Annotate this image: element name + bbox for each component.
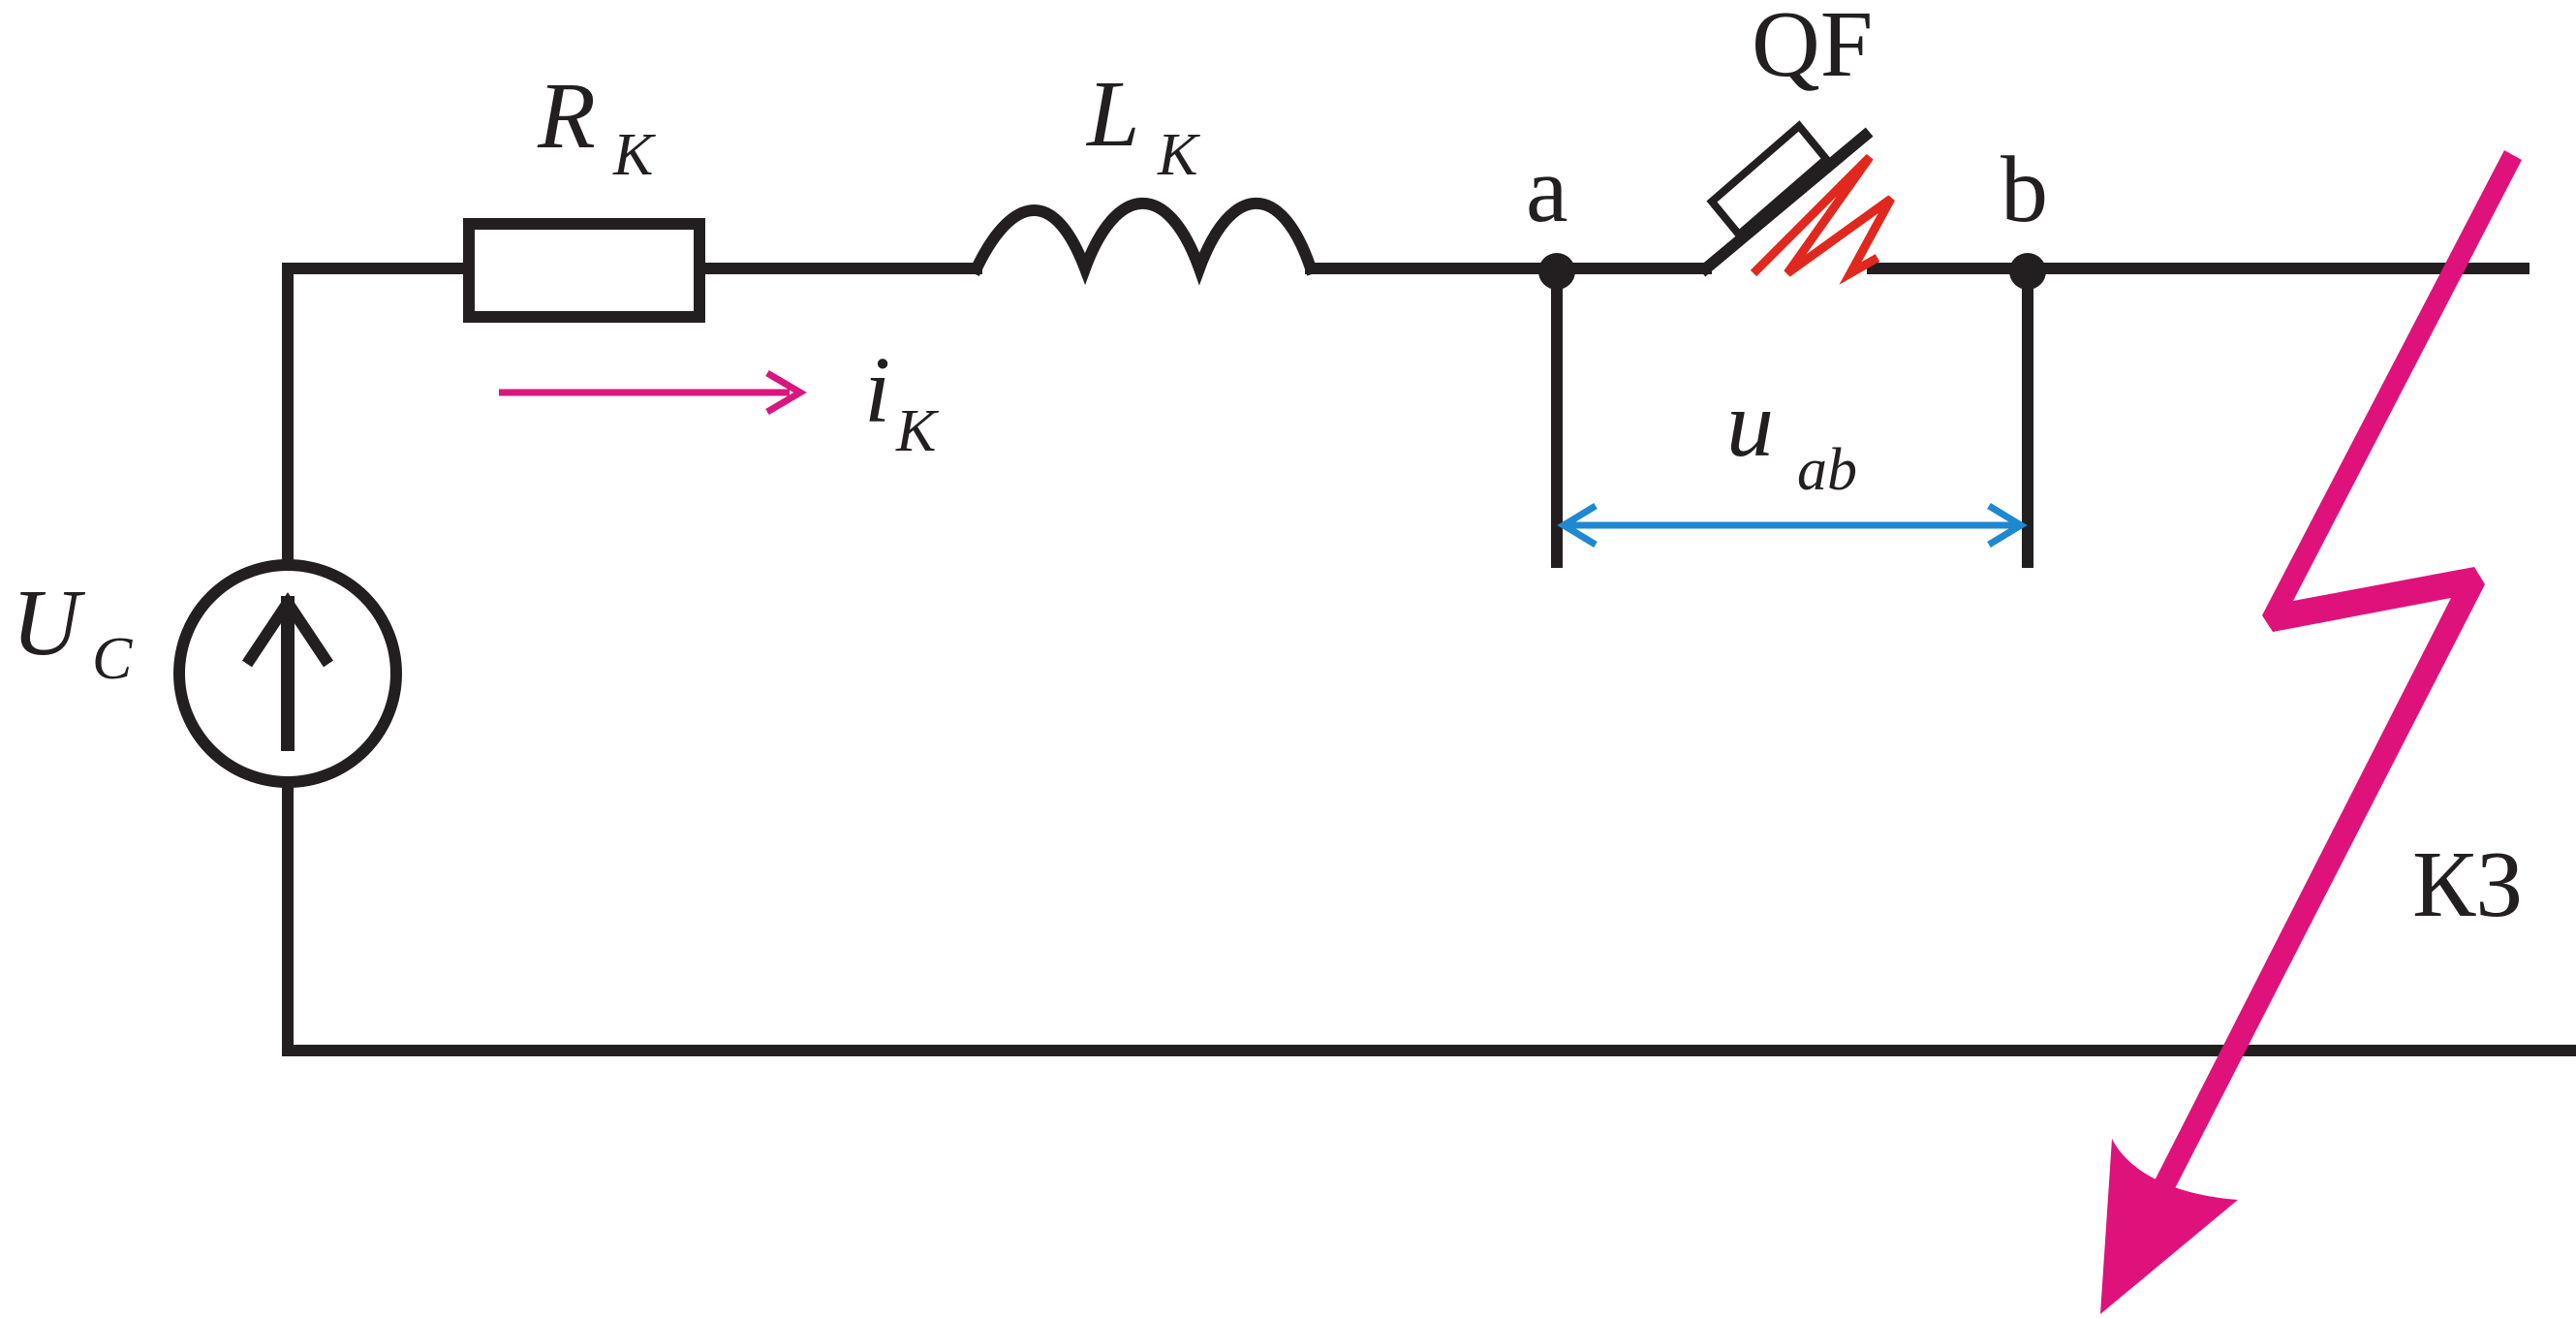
inductor <box>968 197 1319 286</box>
bottom-wire <box>282 769 2576 1056</box>
top-wire <box>282 263 2529 1056</box>
fault-label: КЗ <box>2412 832 2523 937</box>
node-b <box>2009 253 2046 568</box>
node-a <box>1538 253 1575 568</box>
current-subscript: K <box>895 398 940 464</box>
source-label: U <box>12 571 86 675</box>
voltage-label: u <box>1726 372 1774 477</box>
breaker-qf <box>1697 120 1895 285</box>
resistor-label: R <box>537 64 596 169</box>
current-label: i <box>864 338 890 443</box>
voltage-source <box>173 559 402 788</box>
resistor <box>463 218 705 323</box>
inductor-subscript: K <box>1157 122 1201 188</box>
node-b-label: b <box>2001 138 2048 242</box>
node-a-label: a <box>1526 138 1568 242</box>
inductor-label: L <box>1085 62 1140 167</box>
resistor-subscript: K <box>612 122 657 188</box>
arc-spark <box>1750 153 1895 285</box>
voltage-subscript: ab <box>1797 437 1857 503</box>
current-arrow <box>499 369 807 416</box>
source-subscript: C <box>92 626 133 692</box>
voltage-arrow <box>1557 503 2028 548</box>
breaker-label: QF <box>1752 0 1873 97</box>
fault-arrow <box>2100 150 2522 1314</box>
